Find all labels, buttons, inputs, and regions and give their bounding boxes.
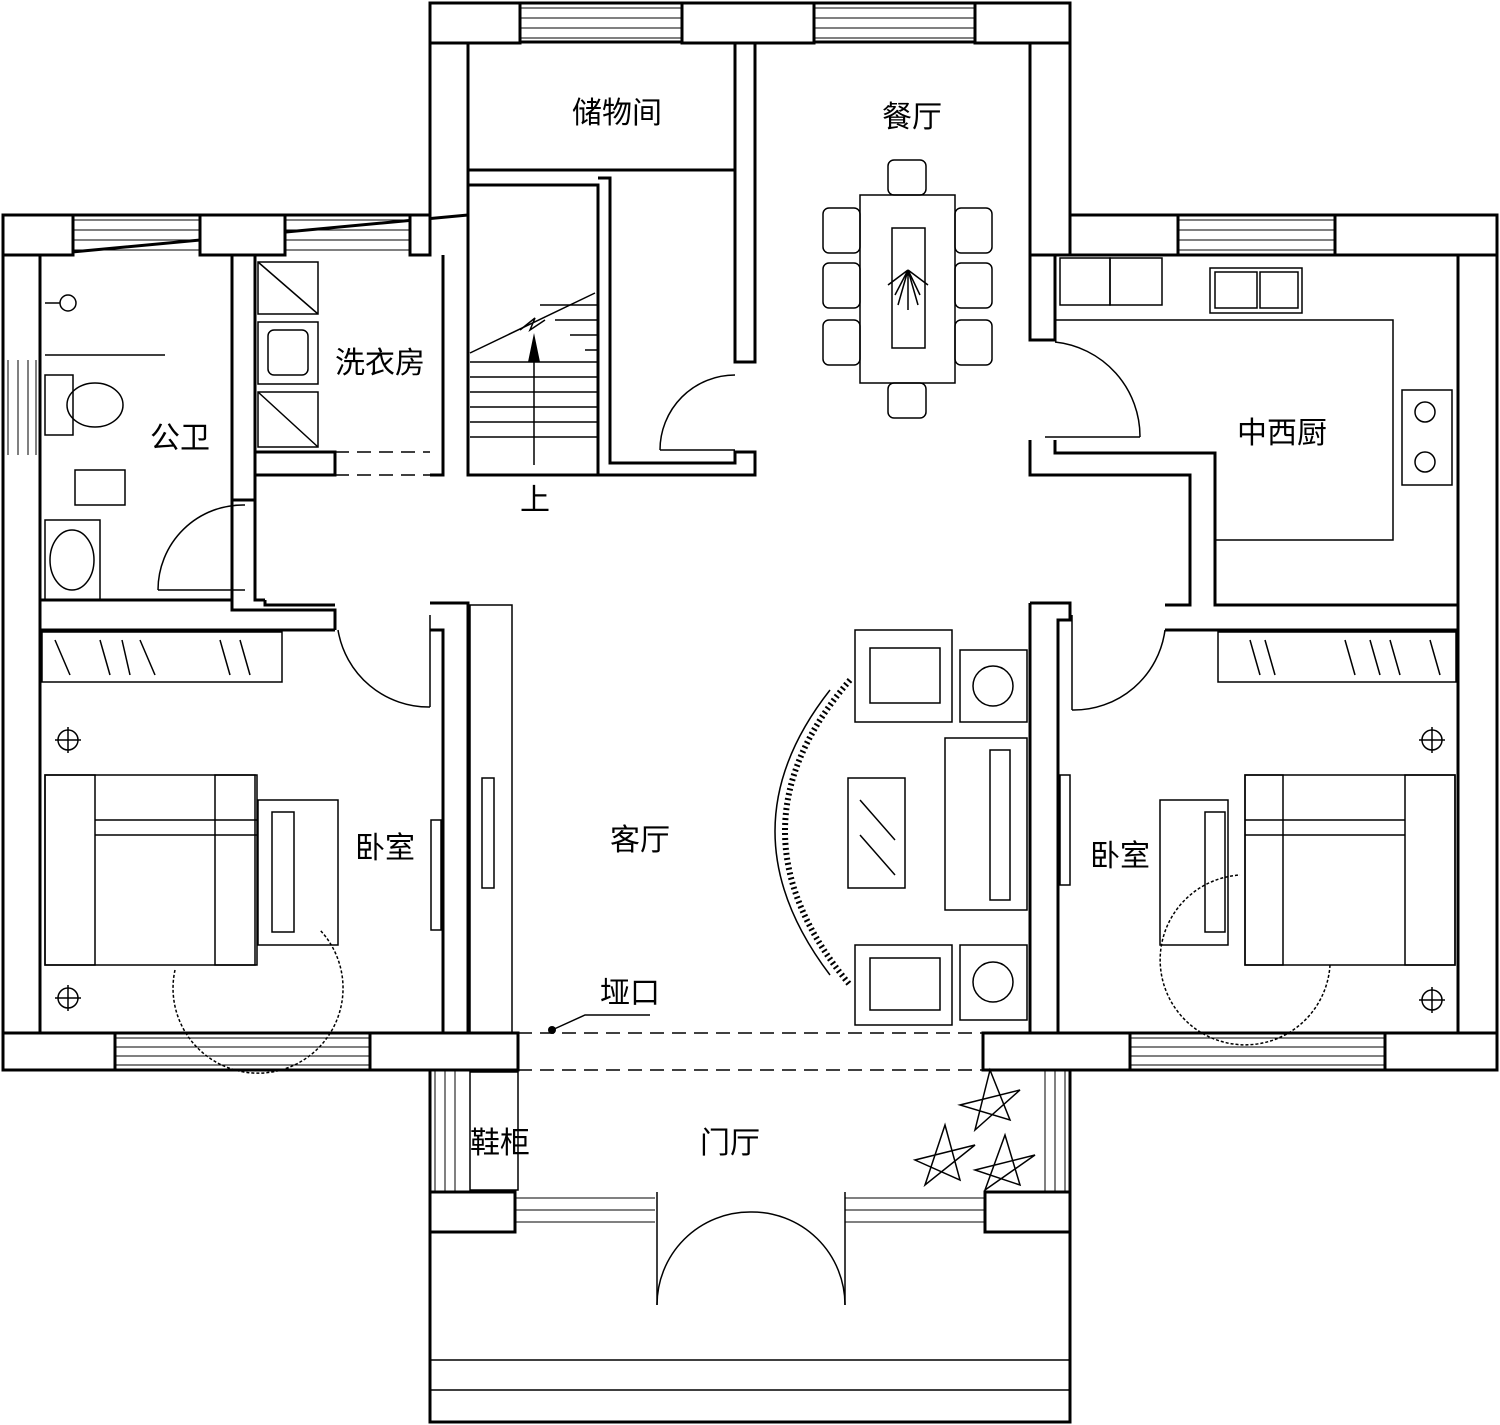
threshold-marker: [548, 1014, 650, 1034]
bed-icon: [1244, 774, 1456, 966]
lamp-icon: [55, 727, 81, 1011]
label-bathroom: 公卫: [150, 421, 210, 456]
sink-icon: [44, 519, 101, 601]
interior-walls: [40, 42, 1458, 1035]
room-labels: 储物间 餐厅 洗衣房 公卫 中西厨 上 卧室 客厅 卧室 垭口 鞋柜 门厅: [150, 96, 1327, 1161]
sofa-icon: [854, 629, 1028, 1026]
toilet-icon: [44, 374, 124, 436]
bedroom-right-furniture: [1159, 631, 1457, 1046]
label-bedroom-left: 卧室: [355, 831, 415, 866]
laundry-machines: [257, 261, 319, 448]
label-foyer: 门厅: [700, 1126, 760, 1161]
dining-table-icon: [822, 159, 993, 419]
label-shoe-cabinet: 鞋柜: [470, 1126, 530, 1161]
dashed-openings: [335, 169, 983, 1071]
bedroom-left-furniture: [41, 631, 344, 1074]
door-swing-icon: [157, 341, 1166, 1306]
kitchen-fixtures: [1059, 257, 1453, 486]
label-threshold: 垭口: [600, 976, 660, 1011]
foyer: [469, 1067, 1036, 1192]
label-living: 客厅: [610, 823, 670, 858]
bed-icon: [44, 774, 258, 966]
label-dining: 餐厅: [882, 100, 942, 135]
living-furniture: [774, 629, 1028, 1026]
plant-icon: [912, 1067, 1036, 1192]
bathroom-fixtures: [44, 294, 165, 601]
window-icon: [7, 7, 1385, 1223]
label-storage: 储物间: [572, 96, 662, 131]
label-kitchen: 中西厨: [1237, 416, 1327, 451]
sink-icon: [1209, 267, 1303, 314]
window-piers: [1, 1, 1499, 1234]
label-stair-up: 上: [520, 483, 550, 518]
label-bedroom-right: 卧室: [1090, 839, 1150, 874]
stair-arrow-icon: [528, 333, 540, 465]
stove-icon: [1401, 389, 1453, 486]
label-laundry: 洗衣房: [335, 346, 425, 381]
front-steps: [428, 1232, 1072, 1424]
plant-icon: [887, 269, 929, 310]
lamp-icon: [1419, 727, 1445, 1013]
